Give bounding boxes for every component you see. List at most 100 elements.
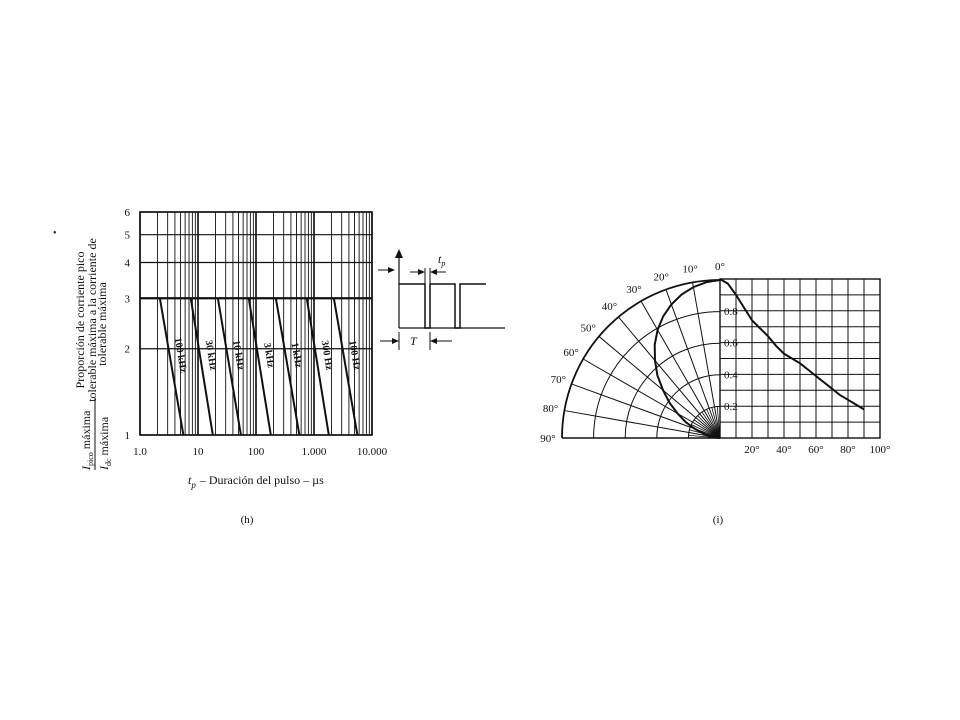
cartesian-curve [719,278,865,411]
pulse-ylabel-line-2: tolerable máxima a la corriente de [85,238,99,402]
ratio-den-sym: I [97,465,111,471]
pulse-xlabel-sub: p [190,480,196,490]
polar-ring [656,374,721,439]
x-tick-label: 100 [248,446,265,458]
series-label: 3 kHz [261,342,276,369]
directivity-series [653,278,865,439]
series-label: 1 kHz [289,342,304,369]
x-tick-label: 1.000 [302,446,327,458]
x-tick-label: 10.000 [357,446,388,458]
polar-spoke-minor [711,407,721,439]
ratio-numerator: Ipico máxima [79,410,95,471]
polar-spoke [564,410,721,439]
series-line [274,298,301,436]
polar-angle-label: 50° [581,322,596,334]
polar-spoke [692,282,721,439]
ratio-den-sub: dc [104,458,113,466]
inset-pointer-arrowhead-icon [388,267,395,273]
x-tick-label: 10 [193,446,205,458]
y-tick-label: 2 [125,344,131,356]
polar-ring [624,342,721,439]
inset-pulse-train [399,283,486,329]
x-tick-label: 20° [744,444,759,456]
y-tick-label: 6 [125,207,131,219]
pulse-xlabel-text: – Duración del pulso – µs [199,473,324,487]
polar-ring [561,279,721,439]
polar-angle-label: 0° [715,261,725,273]
y-tick-label: 0.2 [724,401,738,413]
polar-ring [593,311,721,439]
series-label: 10 kHz [230,339,246,371]
x-tick-label: 40° [776,444,791,456]
x-tick-label: 1.0 [133,446,147,458]
pulse-current-chart: 100 kHz 30 kHz 10 kHz 3 kHz 1 kHz 300 Hz 100 H… [73,207,505,526]
ratio-denominator: Idc máxima [97,416,113,471]
series-label: 100 Hz [346,340,362,372]
series-line [247,298,272,436]
y-tick-label: 3 [125,293,131,305]
pulse-ylabel: Proporción de corriente pico tolerable m… [73,238,99,402]
polar-angle-label: 20° [653,271,668,283]
inset-tp-arrowhead-left-icon [418,269,425,275]
directivity-polar: 0°10°20°30°40°50°60°70°80°90° [540,261,725,445]
panel-label-i: (i) [713,514,724,526]
polar-angle-label: 60° [563,347,578,359]
y-tick-label: 0.4 [724,369,738,381]
polar-spoke-minor [691,424,721,439]
pulse-waveform-inset: tp T [378,249,505,350]
inset-period-arrowhead-left-icon [392,338,399,344]
polar-spoke [640,300,721,439]
series-line [305,298,330,436]
inset-tp-sub: p [440,259,445,268]
polar-spoke-minor [701,411,721,439]
ratio-num-sub: pico [86,452,95,466]
y-tick-label: 1 [125,430,131,442]
polar-spoke-minor [706,409,721,439]
pulse-xlabel-symbol: t [188,473,192,487]
x-tick-label: 100° [870,444,891,456]
series-label: 30 kHz [203,339,219,371]
series-label: 300 Hz [319,340,335,372]
series-label: 100 kHz [172,337,189,374]
y-tick-label: 0.6 [724,338,738,350]
polar-angle-label: 30° [626,284,641,296]
polar-spoke [598,336,721,439]
series-line [332,298,359,436]
series-line [158,298,185,436]
polar-spoke [618,316,721,439]
polar-spoke [582,358,721,439]
polar-angle-label: 80° [543,403,558,415]
pulse-ylabel-b: tolerable máxima [95,282,109,366]
pulse-chart-frame [139,211,373,436]
stray-mark: • [53,228,57,239]
ratio-den-word: máxima [97,416,111,455]
pulse-ylabel-ratio: Ipicomáxima Idcmáxima [79,398,113,471]
polar-angle-label: 40° [602,301,617,313]
panel-label-h: (h) [241,514,254,526]
pulse-chart-grid [139,211,373,436]
polar-angle-label: 90° [540,433,555,445]
directivity-ticks: 20°40°60°80°100°0.20.40.60.8 [724,306,890,456]
y-tick-label: 4 [125,257,131,269]
polar-curve [653,279,721,439]
y-tick-label: 0.8 [724,306,738,318]
polar-spoke-minor [693,419,721,439]
inset-tp-arrowhead-right-icon [430,269,437,275]
ratio-num-sym: I [79,465,93,471]
inset-tp-symbol: t [438,252,442,266]
plot-frame [139,211,373,436]
series-line [216,298,242,436]
polar-spoke-minor [697,415,721,439]
pulse-xlabel: tp– Duración del pulso – µs [188,473,324,490]
x-tick-label: 80° [840,444,855,456]
ratio-num-word: máxima [79,410,93,449]
polar-spoke [665,289,721,439]
directivity-grid [719,278,881,439]
polar-angle-label: 10° [682,264,697,276]
inset-tp-label: tp [438,252,445,268]
series-line [189,298,214,436]
pulse-ylabel-line-3: tolerable máxima [95,282,109,366]
inset-period-arrowhead-right-icon [430,338,437,344]
